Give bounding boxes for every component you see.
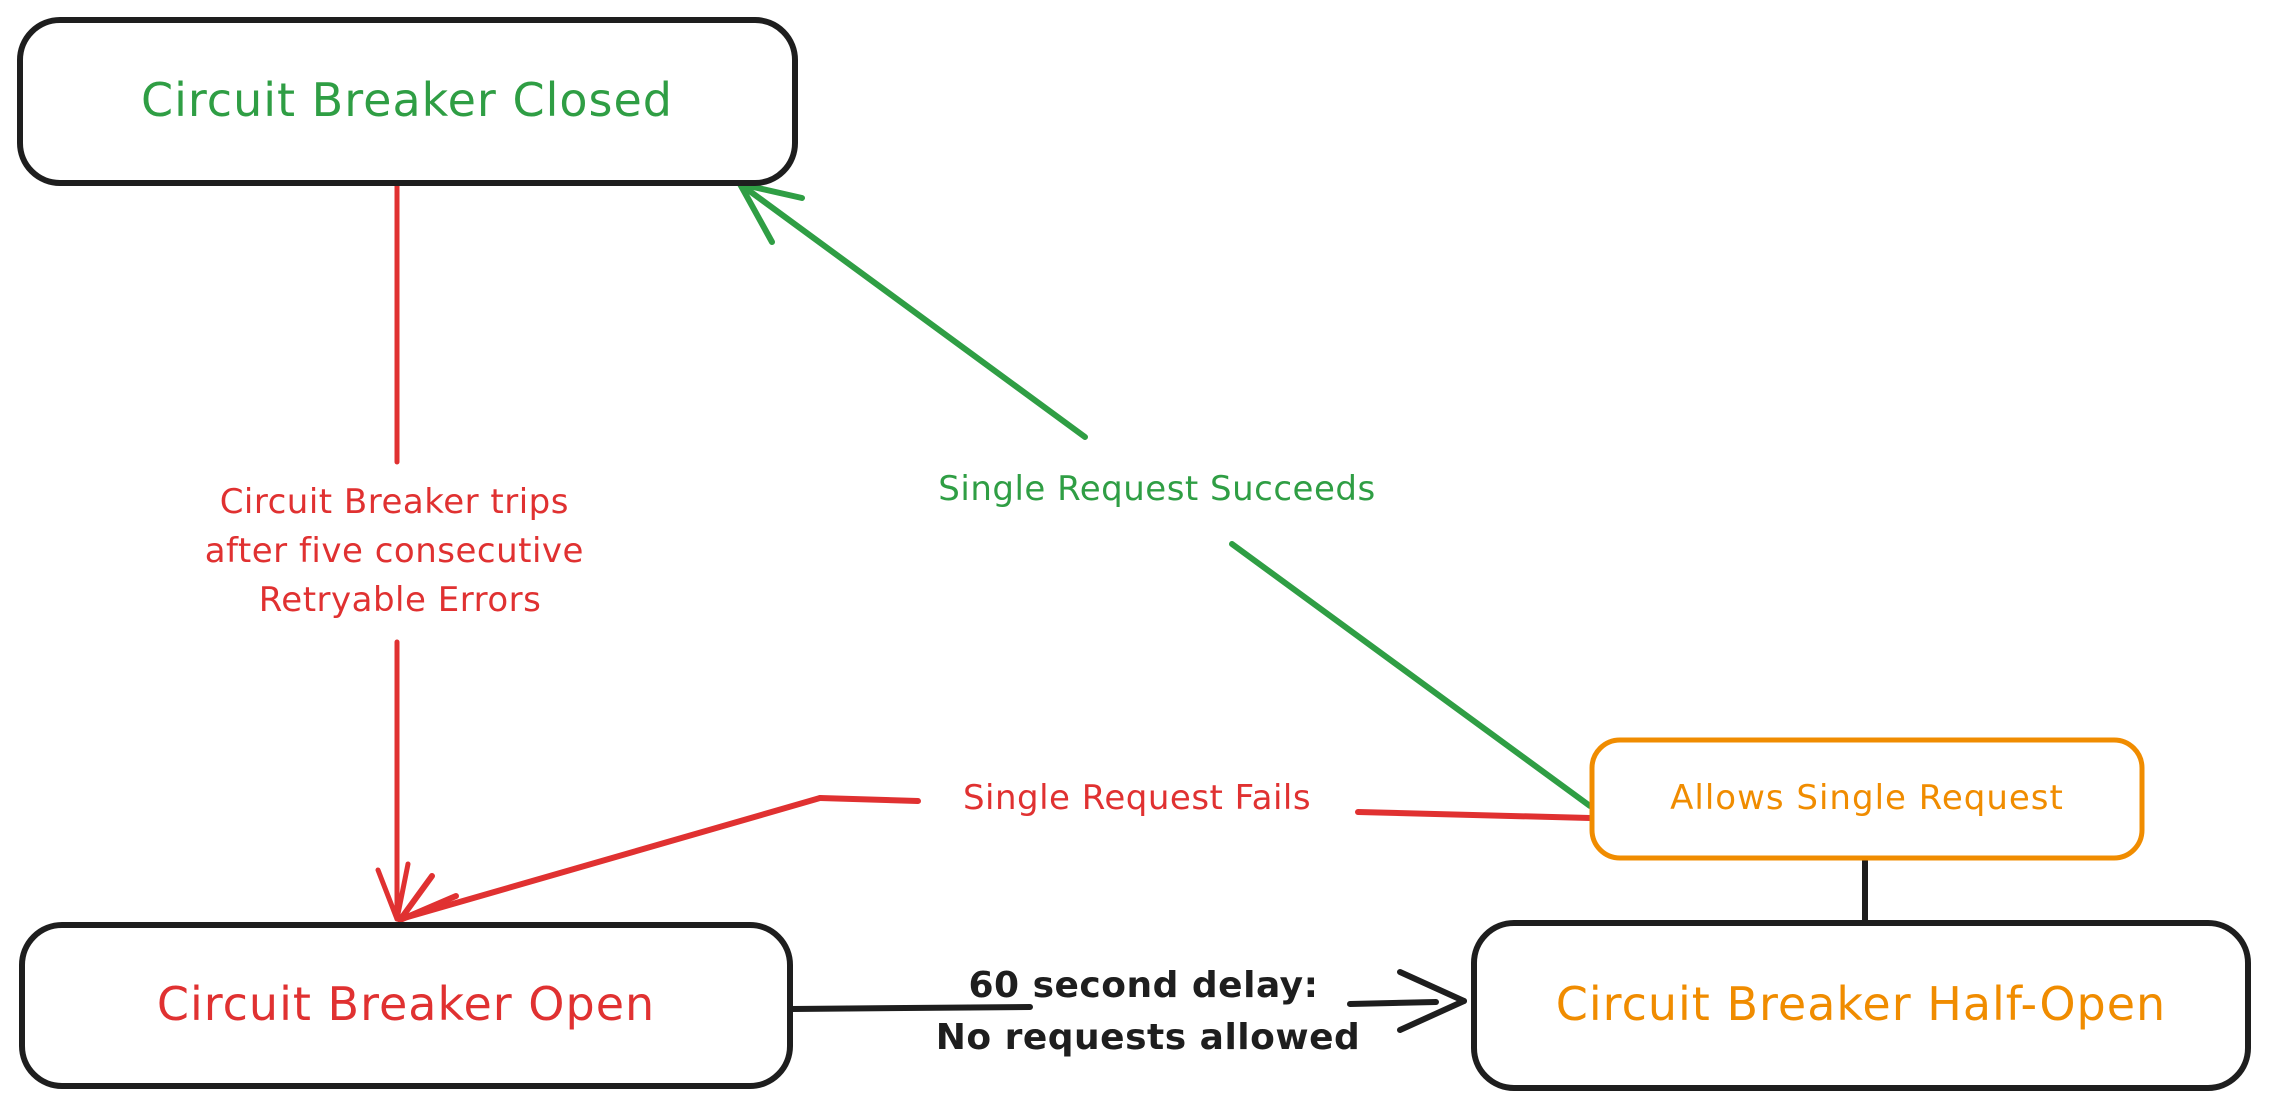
edge-fail-line-right	[1355, 809, 1593, 821]
node-allows-single-request: Allows Single Request	[1589, 737, 2145, 861]
edge-succeed-line-lower	[1229, 541, 1593, 809]
edge-trip-arrowhead	[375, 861, 411, 922]
edge-trip-label-line1: Circuit Breaker trips	[220, 482, 569, 522]
node-open: Circuit Breaker Open	[19, 922, 793, 1089]
node-allows-box	[1589, 737, 2145, 861]
edge-trip-label-line2: after five consecutive	[205, 531, 584, 571]
edge-succeed-line-upper	[737, 181, 1088, 440]
edge-delay-label-line1: 60 second delay:	[968, 965, 1318, 1006]
edge-succeed-arrowhead	[737, 181, 805, 245]
edge-trip: Circuit Breaker trips after five consecu…	[205, 183, 596, 922]
edge-delay-line-left	[789, 1004, 1033, 1012]
edge-fail-line-diagonal	[401, 795, 823, 921]
node-open-label: Circuit Breaker Open	[157, 977, 655, 1031]
edge-fail-arrowhead	[397, 873, 459, 923]
edge-delay-label-line2: No requests allowed	[936, 1017, 1361, 1058]
node-allows-label: Allows Single Request	[1670, 778, 2064, 818]
node-closed-label: Circuit Breaker Closed	[141, 73, 673, 127]
edge-fail-label: Single Request Fails	[963, 778, 1311, 818]
edge-delay: 60 second delay: No requests allowed	[789, 965, 1467, 1058]
edge-succeed-label: Single Request Succeeds	[938, 469, 1375, 509]
node-closed-box	[17, 17, 798, 186]
edge-trip-label: Circuit Breaker trips after five consecu…	[205, 482, 596, 620]
node-half-open-label: Circuit Breaker Half-Open	[1556, 977, 2166, 1031]
edge-fail: Single Request Fails	[397, 778, 1593, 923]
node-half-open: Circuit Breaker Half-Open	[1471, 920, 2251, 1091]
edge-delay-line-right	[1347, 999, 1439, 1007]
edge-fail-line-mid	[817, 795, 921, 804]
edge-succeed: Single Request Succeeds	[737, 181, 1593, 809]
node-open-box	[19, 922, 793, 1089]
edge-delay-label: 60 second delay: No requests allowed	[936, 965, 1361, 1058]
edge-delay-arrowhead	[1397, 969, 1467, 1033]
node-closed: Circuit Breaker Closed	[17, 17, 798, 186]
node-half-open-box	[1471, 920, 2251, 1091]
edge-trip-label-line3: Retryable Errors	[259, 580, 542, 620]
